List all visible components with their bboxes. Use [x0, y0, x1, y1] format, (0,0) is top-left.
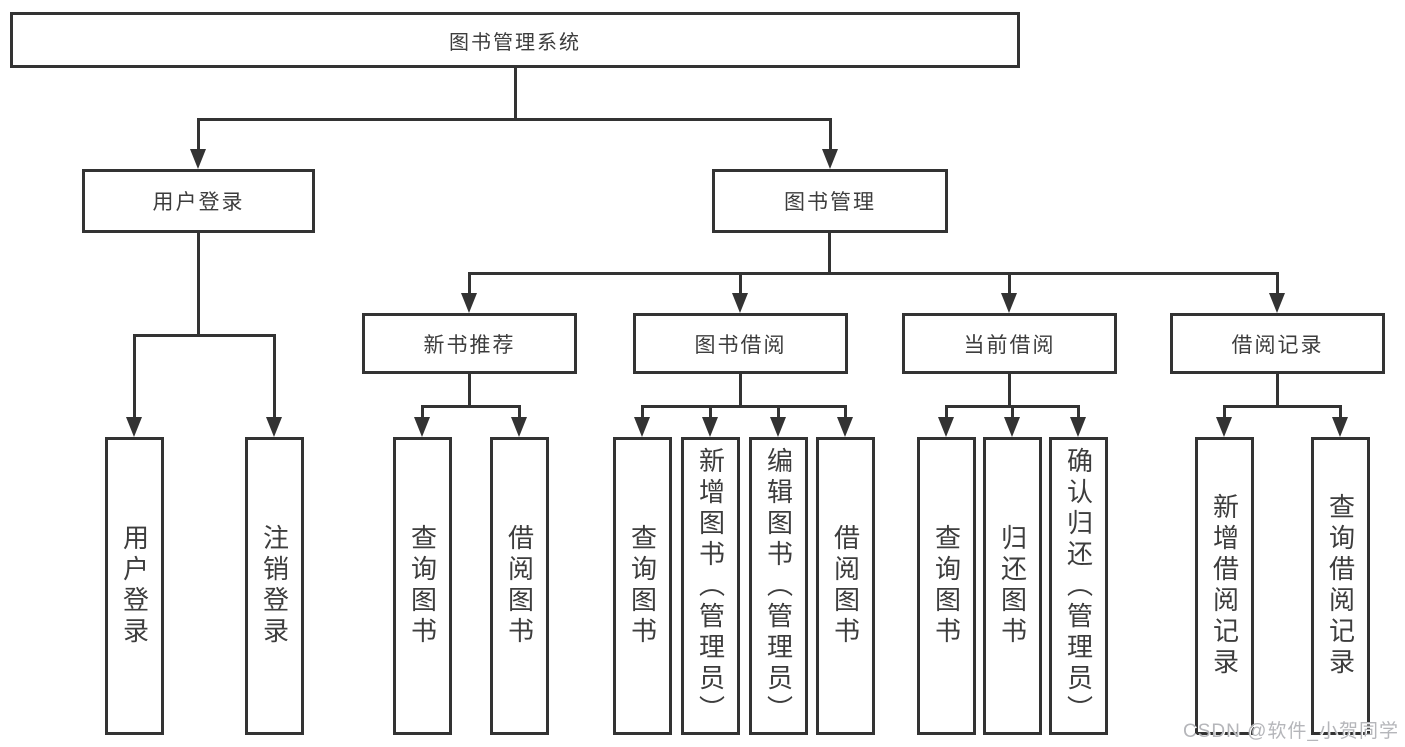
leaf-edit-books-admin-label: 编辑图书（管理员） [763, 446, 794, 726]
arrow-down-icon [190, 149, 206, 169]
leaf-query-books-recommend-label: 查询图书 [407, 524, 438, 648]
connector-line [1276, 272, 1279, 295]
connector-line [197, 118, 832, 121]
arrow-down-icon [938, 417, 954, 437]
leaf-logout: 注销登录 [245, 437, 304, 735]
arrow-down-icon [126, 417, 142, 437]
connector-line [1077, 405, 1080, 421]
arrow-down-icon [1004, 417, 1020, 437]
leaf-return-books: 归还图书 [983, 437, 1042, 735]
arrow-down-icon [634, 417, 650, 437]
connector-line [133, 334, 276, 337]
arrow-down-icon [1216, 417, 1232, 437]
connector-line [468, 374, 471, 407]
arrow-down-icon [1070, 417, 1086, 437]
node-library-system-label: 图书管理系统 [449, 31, 581, 54]
csdn-watermark: CSDN @软件_小贺同学 [1183, 721, 1399, 742]
node-user-login: 用户登录 [82, 169, 315, 233]
arrow-down-icon [1332, 417, 1348, 437]
leaf-borrow-books-recommend-label: 借阅图书 [504, 524, 535, 648]
arrow-down-icon [1269, 293, 1285, 313]
leaf-edit-books-admin: 编辑图书（管理员） [749, 437, 808, 735]
arrow-down-icon [511, 417, 527, 437]
node-current-borrowing-label: 当前借阅 [963, 333, 1056, 357]
arrow-down-icon [837, 417, 853, 437]
leaf-confirm-return-admin-label: 确认归还（管理员） [1063, 446, 1094, 726]
leaf-add-borrow-record: 新增借阅记录 [1195, 437, 1254, 735]
connector-line [709, 405, 712, 421]
connector-line [514, 68, 517, 118]
leaf-query-books-current-label: 查询图书 [931, 524, 962, 648]
connector-line [945, 405, 948, 421]
node-new-book-recommendation-label: 新书推荐 [423, 333, 516, 357]
leaf-add-books-admin-label: 新增图书（管理员） [695, 446, 726, 726]
arrow-down-icon [266, 417, 282, 437]
node-book-management-label: 图书管理 [784, 191, 876, 214]
leaf-return-books-label: 归还图书 [997, 524, 1028, 648]
node-user-login-label: 用户登录 [152, 191, 245, 214]
node-current-borrowing: 当前借阅 [902, 313, 1117, 374]
arrow-down-icon [1001, 293, 1017, 313]
connector-line [1223, 405, 1342, 408]
arrow-down-icon [822, 149, 838, 169]
connector-line [1276, 374, 1279, 407]
node-new-book-recommendation: 新书推荐 [362, 313, 577, 374]
node-library-system: 图书管理系统 [10, 12, 1020, 68]
node-borrowing-records: 借阅记录 [1170, 313, 1385, 374]
arrow-down-icon [770, 417, 786, 437]
node-borrowing-records-label: 借阅记录 [1231, 333, 1324, 357]
leaf-query-books-borrowing: 查询图书 [613, 437, 672, 735]
arrow-down-icon [732, 293, 748, 313]
connector-line [273, 334, 276, 420]
connector-line [518, 405, 521, 421]
leaf-confirm-return-admin: 确认归还（管理员） [1049, 437, 1108, 735]
leaf-query-borrow-record-label: 查询借阅记录 [1325, 493, 1356, 679]
connector-line [1223, 405, 1226, 421]
connector-line [829, 118, 832, 152]
connector-line [844, 405, 847, 421]
connector-line [739, 374, 742, 407]
connector-line [641, 405, 644, 421]
connector-line [197, 233, 200, 336]
connector-line [133, 334, 136, 420]
leaf-borrow-books-label: 借阅图书 [830, 524, 861, 648]
arrow-down-icon [702, 417, 718, 437]
connector-line [641, 405, 847, 408]
leaf-add-books-admin: 新增图书（管理员） [681, 437, 740, 735]
leaf-query-borrow-record: 查询借阅记录 [1311, 437, 1370, 735]
node-book-management: 图书管理 [712, 169, 948, 233]
leaf-user-login: 用户登录 [105, 437, 164, 735]
leaf-logout-label: 注销登录 [259, 524, 290, 648]
connector-line [468, 272, 471, 295]
connector-line [1339, 405, 1342, 421]
connector-line [1008, 272, 1011, 295]
connector-line [197, 118, 200, 152]
connector-line [739, 272, 742, 295]
leaf-add-borrow-record-label: 新增借阅记录 [1209, 493, 1240, 679]
connector-line [421, 405, 424, 421]
node-book-borrowing: 图书借阅 [633, 313, 848, 374]
leaf-query-books-recommend: 查询图书 [393, 437, 452, 735]
connector-line [1008, 374, 1011, 407]
node-book-borrowing-label: 图书借阅 [694, 333, 787, 357]
arrow-down-icon [461, 293, 477, 313]
connector-line [469, 272, 1279, 275]
leaf-borrow-books-recommend: 借阅图书 [490, 437, 549, 735]
leaf-query-books-borrowing-label: 查询图书 [627, 524, 658, 648]
connector-line [421, 405, 521, 408]
leaf-user-login-label: 用户登录 [119, 524, 150, 648]
leaf-borrow-books: 借阅图书 [816, 437, 875, 735]
connector-line [777, 405, 780, 421]
leaf-query-books-current: 查询图书 [917, 437, 976, 735]
arrow-down-icon [414, 417, 430, 437]
connector-line [1011, 405, 1014, 421]
connector-line [828, 233, 831, 274]
